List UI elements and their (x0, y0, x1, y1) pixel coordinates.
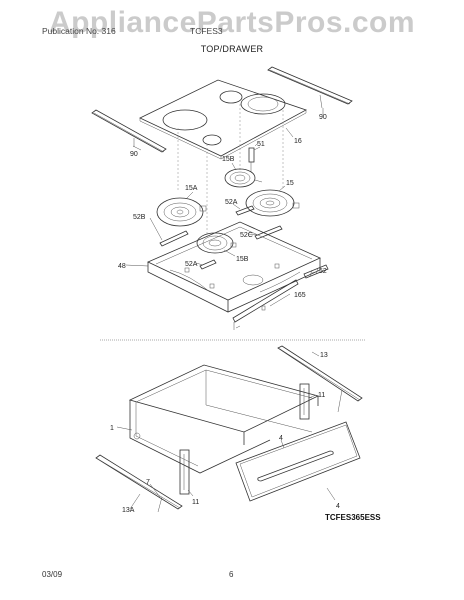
cooktop-glass (139, 79, 307, 160)
callout-52c: 52C (240, 232, 253, 239)
part-51 (248, 146, 261, 172)
callout-52: 52 (319, 268, 327, 275)
rail-13 (277, 345, 363, 413)
callout-13: 13 (320, 352, 328, 359)
terminal-block (303, 264, 329, 279)
callout-4-top: 4 (279, 435, 283, 442)
rail-13a (95, 454, 183, 513)
model-number: TCFES365ESS (325, 513, 381, 522)
callout-48: 48 (118, 263, 126, 270)
leader-lines (116, 108, 336, 510)
callout-16: 16 (294, 138, 302, 145)
callout-7: 7 (146, 479, 150, 486)
burner-box (147, 221, 321, 313)
element-15a (156, 197, 207, 227)
drawer-front (235, 421, 361, 502)
element-15 (245, 189, 300, 217)
bracket-52-set (159, 205, 283, 270)
callout-15b-bottom: 15B (236, 256, 249, 263)
trim-strip-left (91, 109, 167, 153)
slide-11-bottom (179, 449, 190, 495)
callout-90-left: 90 (130, 151, 138, 158)
callout-165: 165 (294, 292, 306, 299)
watermark: AppliancePartsPros.com (48, 6, 416, 39)
drawer-body (128, 364, 320, 474)
model-header: TCFES3 (190, 26, 223, 36)
callout-11-bottom: 11 (192, 499, 199, 506)
callout-52b: 52B (133, 214, 146, 221)
callout-15b-top: 15B (222, 156, 235, 163)
callout-90-right: 90 (319, 114, 327, 121)
callout-15a: 15A (185, 185, 198, 192)
slide-11-top (299, 383, 310, 420)
callout-11-top: 11 (318, 392, 325, 399)
footer-date: 03/09 (42, 570, 63, 579)
element-15b-bottom (196, 232, 237, 254)
page-title: TOP/DRAWER (200, 44, 264, 54)
callout-13a: 13A (122, 507, 135, 514)
element-15b-top (224, 168, 263, 188)
rail-165 (232, 279, 299, 330)
callout-52a-top: 52A (225, 199, 238, 206)
footer-page-number: 6 (229, 570, 234, 579)
callout-15: 15 (286, 180, 294, 187)
trim-strip-right (267, 66, 353, 109)
callout-51: 51 (257, 141, 265, 148)
callout-52a-bottom: 52A (185, 261, 198, 268)
callout-4-bottom: 4 (336, 503, 340, 510)
callout-1: 1 (110, 425, 114, 432)
publication-number: Publication No. 316 (42, 26, 116, 36)
